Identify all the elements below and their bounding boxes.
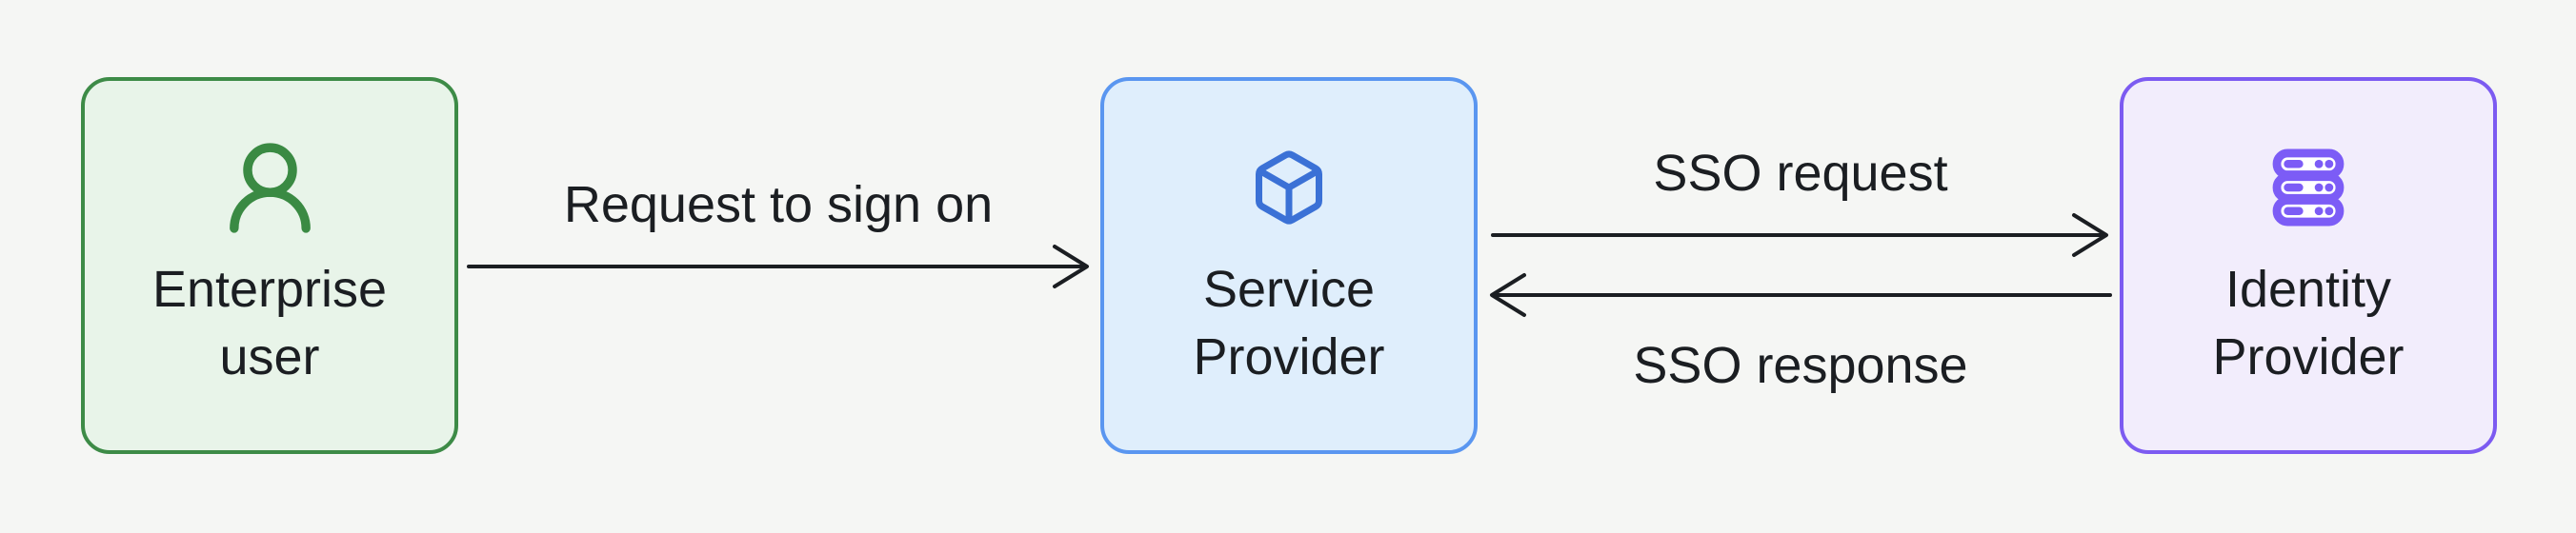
node-label-service-provider: Service Provider [1193,261,1385,385]
edge-label-sso-response: SSO response [1633,337,1968,394]
node-enterprise-user: Enterprise user [81,77,458,454]
arrow-request-to-sign-on [467,245,1089,288]
edge-label-sso-request: SSO request [1653,145,1948,202]
arrow-sso-response [1490,273,2112,317]
node-label-enterprise-user: Enterprise user [151,261,388,385]
node-service-provider: Service Provider [1100,77,1478,454]
server-stack-icon [2264,140,2352,235]
arrow-sso-request [1491,213,2108,257]
edge-label-request-to-sign-on: Request to sign on [563,176,994,233]
user-round-icon [216,140,324,235]
node-label-identity-provider: Identity Provider [2212,261,2405,385]
cube-icon [1249,140,1329,235]
node-identity-provider: Identity Provider [2120,77,2497,454]
